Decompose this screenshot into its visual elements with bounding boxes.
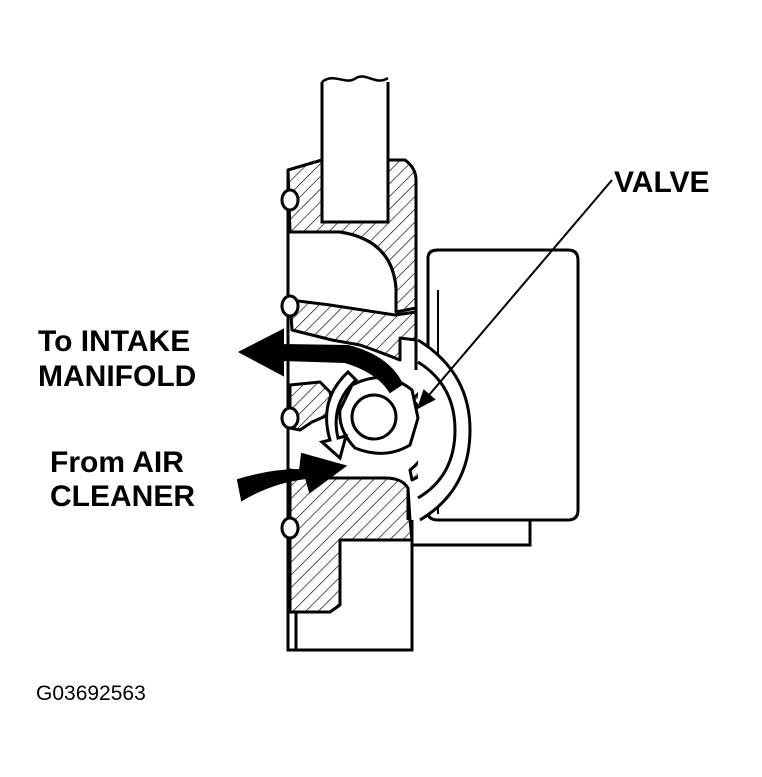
- valve-label: VALVE: [614, 166, 710, 199]
- to-intake-label-line2: MANIFOLD: [38, 360, 197, 393]
- from-air-flow-arrow: [236, 452, 348, 502]
- from-air-label-line1: From AIR: [50, 446, 184, 479]
- seal-rings: [280, 188, 300, 540]
- to-intake-flow-arrow: [237, 328, 404, 394]
- from-air-label-line2: CLEANER: [50, 480, 196, 513]
- figure-code: G03692563: [36, 682, 146, 705]
- valve-leader-line: [416, 179, 613, 410]
- to-intake-label-line1: To INTAKE: [38, 325, 191, 358]
- rotary-valve: [338, 376, 420, 455]
- rotation-arrow: [318, 369, 359, 461]
- upper-shaft: [320, 75, 390, 224]
